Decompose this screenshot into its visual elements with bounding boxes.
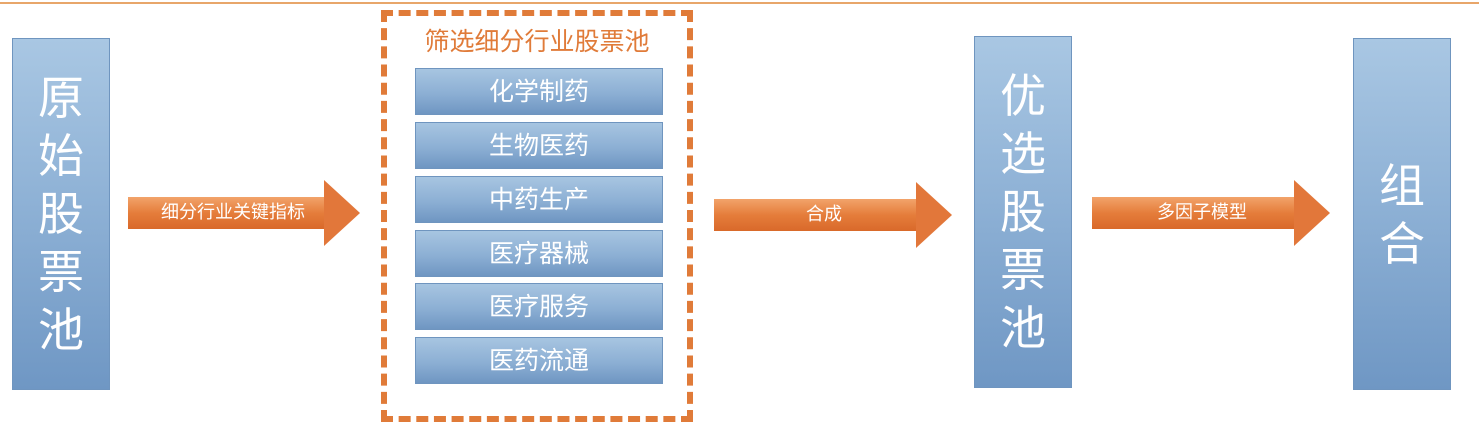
- selected-pool-char: 池: [1000, 301, 1046, 355]
- top-rule: [0, 2, 1479, 4]
- selected-pool-char: 优: [1000, 69, 1046, 123]
- raw-pool-char: 始: [38, 129, 84, 183]
- industry-item: 化学制药: [415, 68, 663, 115]
- arrow-head: [1294, 180, 1330, 246]
- arrow-head: [324, 180, 360, 246]
- arrow-label: 多因子模型: [1157, 202, 1247, 223]
- industry-pool-title: 筛选细分行业股票池: [424, 27, 650, 56]
- selected-stock-pool-box: 优 选 股 票 池: [974, 36, 1072, 388]
- raw-pool-char: 原: [38, 71, 84, 125]
- portfolio-box: 组 合: [1353, 38, 1451, 390]
- raw-pool-char: 池: [38, 303, 84, 357]
- arrow-shaft: [1092, 197, 1294, 229]
- industry-item: 医疗器械: [415, 230, 663, 277]
- arrow-head: [916, 182, 952, 248]
- multifactor-model-arrow: 多因子模型: [1092, 180, 1330, 246]
- arrow-label: 合成: [806, 204, 842, 225]
- selected-pool-char: 选: [1000, 127, 1046, 181]
- synthesis-arrow: 合成: [714, 182, 952, 248]
- arrow-label: 细分行业关键指标: [161, 202, 305, 223]
- portfolio-char: 合: [1379, 217, 1425, 271]
- raw-pool-char: 票: [38, 245, 84, 299]
- industry-item: 中药生产: [415, 176, 663, 223]
- selected-pool-char: 票: [1000, 243, 1046, 297]
- industry-item: 医药流通: [415, 337, 663, 384]
- industry-indicator-arrow: 细分行业关键指标: [128, 180, 360, 246]
- selected-pool-char: 股: [1000, 185, 1046, 239]
- raw-stock-pool-box: 原 始 股 票 池: [12, 38, 110, 390]
- raw-pool-char: 股: [38, 187, 84, 241]
- arrow-shaft: [714, 199, 916, 231]
- portfolio-char: 组: [1379, 159, 1425, 213]
- industry-pool-dashed-frame: [381, 10, 693, 422]
- arrow-shaft: [128, 197, 324, 229]
- industry-item: 医疗服务: [415, 283, 663, 330]
- industry-item: 生物医药: [415, 122, 663, 169]
